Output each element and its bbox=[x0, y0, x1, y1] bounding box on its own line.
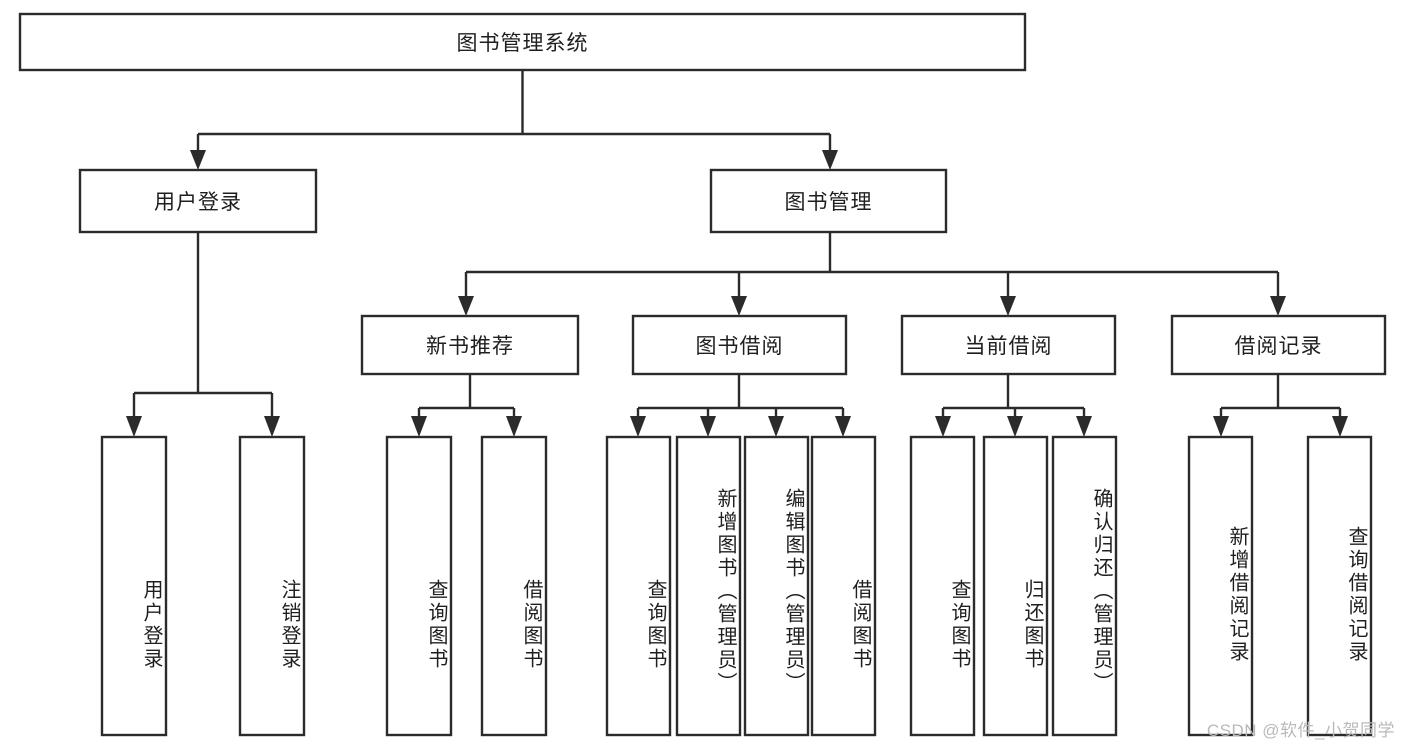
arrow-head-leaf-return-book bbox=[1007, 416, 1023, 437]
arrow-head-book-borrow bbox=[731, 296, 747, 316]
arrow-head-leaf-logout bbox=[264, 416, 280, 437]
node-box-leaf-query-book-2[interactable] bbox=[605, 435, 672, 737]
node-box-leaf-confirm-return-admin[interactable] bbox=[1051, 435, 1118, 737]
arrow-head-leaf-query-book-2 bbox=[630, 416, 646, 437]
arrow-head-leaf-query-book-3 bbox=[935, 416, 951, 437]
node-box-leaf-user-login[interactable] bbox=[100, 435, 168, 737]
node-box-leaf-add-book-admin[interactable] bbox=[675, 435, 742, 737]
node-box-borrow-record[interactable] bbox=[1170, 314, 1387, 376]
arrow-head-leaf-borrow-book-1 bbox=[506, 416, 522, 437]
arrow-head-borrow-record bbox=[1270, 296, 1286, 316]
watermark-text: CSDN @软件_小贺同学 bbox=[1206, 721, 1395, 740]
connector-group-new-book-recommend bbox=[411, 374, 522, 437]
node-box-leaf-borrow-book-2[interactable] bbox=[810, 435, 877, 737]
arrow-head-leaf-query-book-1 bbox=[411, 416, 427, 437]
connector-group-root bbox=[190, 70, 838, 170]
arrow-head-user-login bbox=[190, 150, 206, 170]
arrow-head-book-management bbox=[822, 150, 838, 170]
arrow-head-leaf-query-borrow-record bbox=[1332, 416, 1348, 437]
connector-group-book-borrow bbox=[630, 374, 851, 437]
arrow-head-leaf-add-book-admin bbox=[700, 416, 716, 437]
node-box-leaf-query-borrow-record[interactable] bbox=[1306, 435, 1373, 737]
node-box-leaf-add-borrow-record[interactable] bbox=[1187, 435, 1254, 737]
node-box-current-borrow[interactable] bbox=[900, 314, 1117, 376]
connector-group-user-login bbox=[126, 232, 280, 437]
arrow-head-current-borrow bbox=[1000, 296, 1016, 316]
node-box-new-book-recommend[interactable] bbox=[360, 314, 580, 376]
node-box-leaf-query-book-1[interactable] bbox=[385, 435, 453, 737]
arrow-head-leaf-borrow-book-2 bbox=[835, 416, 851, 437]
node-box-root[interactable] bbox=[18, 12, 1027, 72]
arrow-head-new-book-recommend bbox=[458, 296, 474, 316]
connector-group-borrow-record bbox=[1213, 374, 1348, 437]
arrow-head-leaf-edit-book-admin bbox=[768, 416, 784, 437]
node-box-book-borrow[interactable] bbox=[631, 314, 848, 376]
node-box-leaf-borrow-book-1[interactable] bbox=[480, 435, 548, 737]
node-box-leaf-logout[interactable] bbox=[238, 435, 306, 737]
arrow-head-leaf-add-borrow-record bbox=[1213, 416, 1229, 437]
node-box-book-management[interactable] bbox=[709, 168, 948, 234]
connector-group-book-management bbox=[458, 232, 1286, 316]
node-box-leaf-query-book-3[interactable] bbox=[909, 435, 976, 737]
node-box-user-login[interactable] bbox=[78, 168, 318, 234]
connector-group-current-borrow bbox=[935, 374, 1092, 437]
arrow-head-leaf-confirm-return-admin bbox=[1076, 416, 1092, 437]
node-box-leaf-edit-book-admin[interactable] bbox=[743, 435, 810, 737]
node-box-leaf-return-book[interactable] bbox=[982, 435, 1049, 737]
arrow-head-leaf-user-login bbox=[126, 416, 142, 437]
